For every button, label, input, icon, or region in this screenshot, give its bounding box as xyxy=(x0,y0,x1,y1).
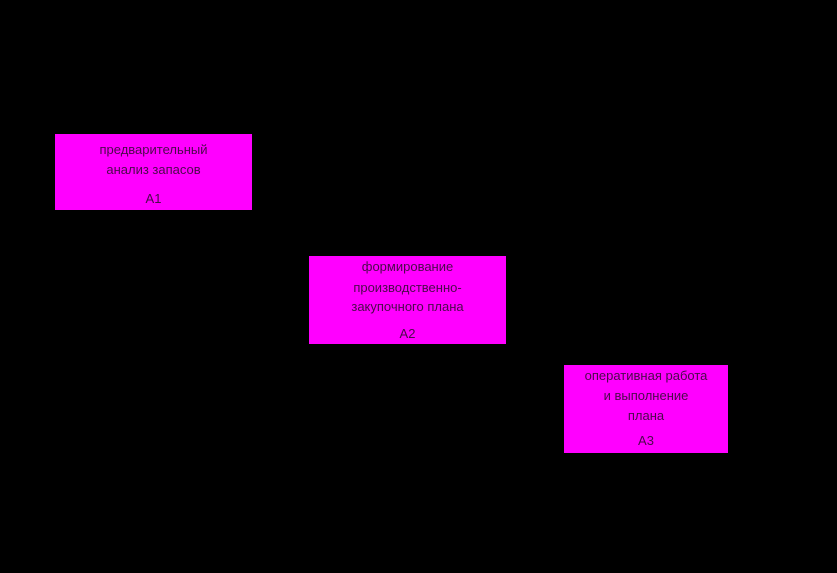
activity-a1-node-id: A1 xyxy=(145,191,162,206)
activity-box-a1: предварительный анализ запасов A1 xyxy=(55,134,252,210)
activity-a2-label-line-1: формирование xyxy=(361,259,454,274)
activity-a2-node-id: A2 xyxy=(399,326,416,341)
activity-a1-label-line-2: анализ запасов xyxy=(106,162,201,177)
activity-a3-label-line-3: плана xyxy=(627,408,665,423)
activity-a3-node-id: A3 xyxy=(638,433,654,448)
activity-a3-label-line-1: оперативная работа xyxy=(584,368,708,383)
activity-a3-label-line-2: и выполнение xyxy=(603,388,689,403)
activity-a2-label-line-2: производственно- xyxy=(353,280,462,295)
activity-box-a3: оперативная работа и выполнение плана A3 xyxy=(564,365,728,453)
activity-a2-label-line-3: закупочного плана xyxy=(351,299,464,314)
activity-box-a2: формирование производственно- закупочног… xyxy=(309,256,506,344)
activity-a1-label-line-1: предварительный xyxy=(99,142,208,157)
